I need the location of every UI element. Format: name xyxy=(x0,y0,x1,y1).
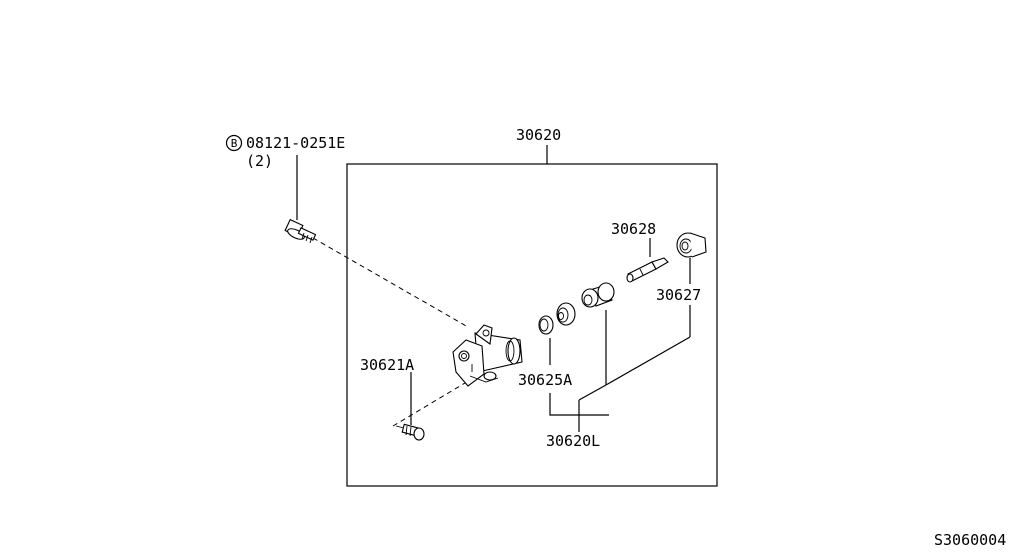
piston-icon xyxy=(581,282,615,308)
label-bolt: 08121-0251E xyxy=(246,134,345,152)
assembly-frame xyxy=(346,163,718,487)
bleeder-screw-icon xyxy=(395,423,425,441)
dust-boot-icon xyxy=(676,232,707,258)
seal-ring-icon xyxy=(538,315,554,335)
bolt-prefix: B xyxy=(231,137,238,150)
push-rod-icon xyxy=(626,257,669,283)
label-bolt-qty: (2) xyxy=(246,152,273,170)
piston-to-kit-line xyxy=(578,384,607,401)
label-boot: 30627 xyxy=(656,286,701,304)
bolt-prefix-circle xyxy=(225,134,243,152)
label-assembly: 30620 xyxy=(516,126,561,144)
label-kit: 30620L xyxy=(546,432,600,450)
bleeder-alignment-line xyxy=(392,379,471,427)
bolt-alignment-line xyxy=(312,237,469,328)
boot-to-kit-line xyxy=(605,336,691,386)
label-bleeder: 30621A xyxy=(360,356,414,374)
label-rod: 30628 xyxy=(611,220,656,238)
bolt-icon xyxy=(284,218,317,244)
piston-cup-icon xyxy=(556,302,576,326)
slave-cylinder-icon xyxy=(452,324,523,387)
label-piston-kit: 30625A xyxy=(518,371,572,389)
kit-bracket xyxy=(549,393,609,416)
diagram-code: S3060004 xyxy=(934,531,1006,549)
